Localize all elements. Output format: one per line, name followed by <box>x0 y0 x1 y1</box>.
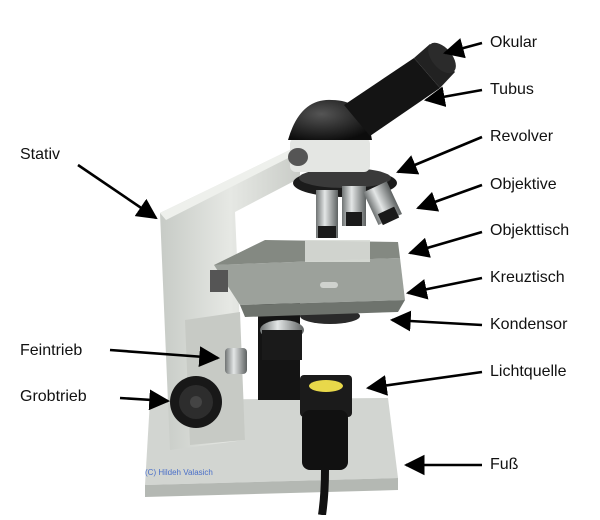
arrow-tubus <box>423 86 483 107</box>
arrows <box>77 38 483 476</box>
arrow-kreuztisch <box>405 276 483 300</box>
fine-focus-knob <box>225 348 247 374</box>
objectives <box>316 181 402 238</box>
stand-arm <box>160 145 300 450</box>
label-kreuztisch: Kreuztisch <box>490 269 565 286</box>
label-feintrieb: Feintrieb <box>20 342 83 359</box>
arrow-objektive <box>416 183 483 212</box>
label-fuss: Fuß <box>490 456 519 473</box>
stage <box>210 240 405 317</box>
label-objektive: Objektive <box>490 176 557 193</box>
label-lichtquelle: Lichtquelle <box>490 363 567 380</box>
arrow-objekttisch <box>408 230 483 258</box>
credit-text: (C) Hildeh Valasich <box>145 468 213 477</box>
arrow-grobtrieb <box>119 389 171 411</box>
light-source <box>300 375 352 516</box>
tube <box>344 42 456 136</box>
arrow-kondensor <box>389 310 483 332</box>
label-okular: Okular <box>490 34 538 51</box>
label-revolver: Revolver <box>490 128 554 145</box>
arrow-revolver <box>396 135 483 175</box>
label-objekttisch: Objekttisch <box>490 222 570 239</box>
label-stativ: Stativ <box>20 146 61 163</box>
arrow-lichtquelle <box>365 370 483 396</box>
arrow-okular <box>442 38 483 59</box>
label-kondensor: Kondensor <box>490 316 568 333</box>
label-tubus: Tubus <box>490 81 534 98</box>
arrow-feintrieb <box>109 346 221 367</box>
coarse-focus-knob <box>170 376 222 428</box>
label-grobtrieb: Grobtrieb <box>20 388 87 405</box>
arrow-stativ <box>77 163 158 220</box>
